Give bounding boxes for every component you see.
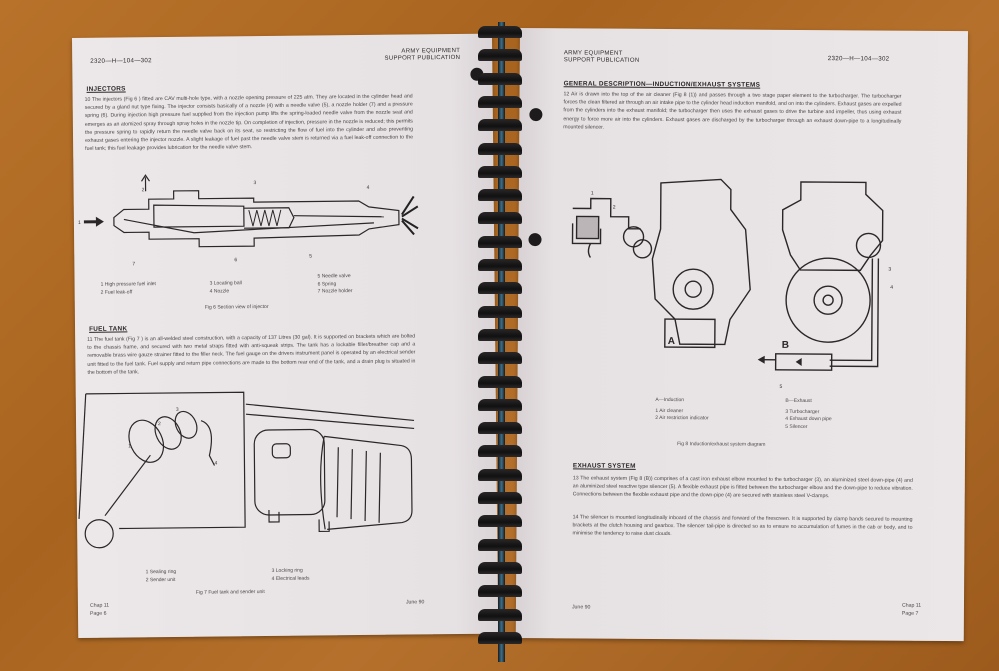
section-title-induction-exhaust: GENERAL DESCRIPTION—INDUCTION/EXHAUST SY… <box>563 80 761 89</box>
callout-2: 2 <box>613 205 616 211</box>
fig7-caption: Fig 7 Fuel tank and sender unit <box>195 589 265 596</box>
callout-2: 2 <box>158 421 161 427</box>
document-code: 2320—H—104—302 <box>90 57 152 65</box>
binding-coil <box>478 631 522 644</box>
callout-3: 3 <box>176 407 179 413</box>
binding-coil <box>478 26 522 38</box>
binding-coil <box>478 422 522 435</box>
fig8-caption: Fig 8 Induction/exhaust system diagram <box>677 441 766 448</box>
right-page-footer-chapter: Chap 11 Page 7 <box>901 602 922 617</box>
binding-coil <box>478 468 522 481</box>
binding-coil <box>478 492 522 504</box>
paragraph-13: 13 The exhaust system (Fig 8 (B)) compri… <box>572 475 913 500</box>
binding-coil <box>478 189 522 202</box>
callout-1: 1 <box>128 443 131 449</box>
callout-3: 3 <box>888 267 891 273</box>
binding-spine <box>498 22 505 662</box>
binding-coil <box>478 352 522 365</box>
binding-coil <box>478 72 522 85</box>
punch-hole <box>529 108 543 122</box>
callout-1: 1 <box>78 220 81 226</box>
fig7-legend-col2: 3 Locking ring 4 Electrical leads <box>271 567 310 582</box>
induction-exhaust-diagram: A B 1 2 3 4 5 <box>571 178 893 390</box>
document-code: 2320—H—104—302 <box>827 55 890 63</box>
callout-3: 3 <box>253 180 256 186</box>
publication-title: ARMY EQUIPMENT SUPPORT PUBLICATION <box>384 47 461 62</box>
publication-title: ARMY EQUIPMENT SUPPORT PUBLICATION <box>563 50 640 64</box>
callout-4: 4 <box>214 461 217 467</box>
fig8-legend-induction: A—Induction 1 Air cleaner 2 Air restrict… <box>655 396 709 422</box>
binding-coil <box>478 165 522 178</box>
binding-coil <box>478 142 522 155</box>
fuel-tank-diagram: 1 2 3 4 <box>78 391 415 549</box>
section-title-fuel-tank: FUEL TANK <box>89 325 128 333</box>
fig7-legend-col1: 1 Sealing ring 2 Sender unit <box>145 568 177 583</box>
paragraph-induction: 12 Air is drawn into the top of the air … <box>563 91 902 131</box>
callout-6: 6 <box>234 257 237 263</box>
section-title-injectors: INJECTORS <box>86 85 126 93</box>
section-title-exhaust-system: EXHAUST SYSTEM <box>572 462 636 470</box>
binding-coil <box>478 95 522 108</box>
callout-7: 7 <box>132 261 135 267</box>
spiral-binding <box>478 22 526 662</box>
right-page: ARMY EQUIPMENT SUPPORT PUBLICATION 2320—… <box>515 28 968 642</box>
fig6-legend-col3: 5 Needle valve 6 Spring 7 Nozzle holder <box>317 273 353 295</box>
fig6-legend-col1: 1 High pressure fuel inlet 2 Fuel leak-o… <box>100 281 156 296</box>
callout-5: 5 <box>779 384 782 390</box>
left-page: 2320—H—104—302 ARMY EQUIPMENT SUPPORT PU… <box>72 33 499 638</box>
panel-label-a: A <box>668 336 675 347</box>
callout-2: 2 <box>142 187 145 193</box>
left-page-footer-chapter: Chap 11 Page 6 <box>89 602 110 617</box>
binding-coil <box>478 259 522 271</box>
binding-coil <box>478 538 522 551</box>
binding-coil <box>478 585 522 598</box>
callout-4: 4 <box>367 185 370 191</box>
injector-section-diagram: 1 2 3 4 5 6 7 <box>78 174 419 267</box>
binding-coil <box>478 375 522 388</box>
fig6-caption: Fig 6 Section view of injector <box>204 303 269 311</box>
paragraph-injectors: 10 The injectors (Fig 6 ) fitted are CAV… <box>84 93 414 153</box>
binding-coil <box>478 235 522 248</box>
callout-1: 1 <box>591 190 594 196</box>
fig6-legend-col2: 3 Locating ball 4 Nozzle <box>209 280 242 295</box>
binding-coil <box>478 305 522 318</box>
right-page-footer-date: June 90 <box>571 604 591 611</box>
callout-4: 4 <box>890 285 893 291</box>
panel-label-b: B <box>782 340 789 351</box>
binding-coil <box>478 608 522 621</box>
paragraph-fuel-tank: 11 The fuel tank (Fig 7 ) is an all-weld… <box>87 333 416 376</box>
binding-coil <box>478 398 522 411</box>
binding-coil <box>478 212 522 225</box>
binding-coil <box>478 49 522 62</box>
binding-coil <box>478 282 522 295</box>
binding-coil <box>478 515 522 528</box>
punch-hole <box>528 233 542 247</box>
callout-5: 5 <box>309 253 312 259</box>
binding-coil <box>478 445 522 458</box>
left-page-footer-date: June 90 <box>405 599 425 606</box>
fig8-legend-exhaust: B—Exhaust 3 Turbocharger 4 Exhaust down … <box>785 397 832 430</box>
paragraph-14: 14 The silencer is mounted longitudinall… <box>572 514 913 538</box>
binding-coil <box>478 119 522 132</box>
binding-coil <box>478 561 522 574</box>
binding-coil <box>478 328 522 341</box>
